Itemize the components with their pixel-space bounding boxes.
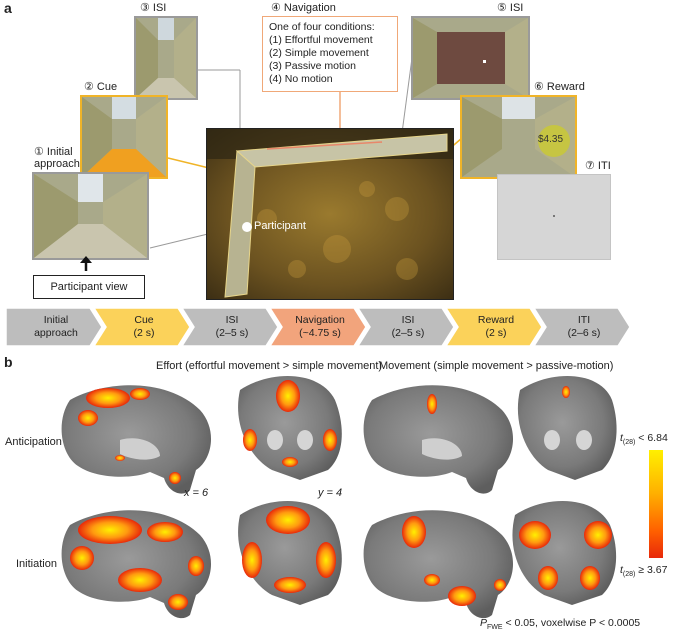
corridor-image-isi-2	[413, 18, 528, 98]
screen-isi-1	[134, 16, 198, 100]
timeline-label-line2: approach	[34, 327, 78, 339]
corridor-image-reward	[462, 97, 575, 177]
label-isi-1: ③ ISI	[140, 2, 167, 14]
colorbar-min-value: ≥ 3.67	[635, 564, 668, 576]
label-navigation: ④ Navigation	[271, 2, 336, 14]
brain-movement-initiation-coronal	[512, 501, 617, 605]
colorbar-max-label: t(28) < 6.84	[620, 432, 668, 446]
timeline-step-5	[444, 307, 543, 347]
brain-movement-initiation-sagittal	[363, 510, 514, 619]
timeline-label-line2: (2 s)	[133, 327, 155, 339]
x-coordinate-label: x = 6	[184, 487, 209, 499]
timeline-label-1: Cue(2 s)	[102, 314, 186, 340]
brain-movement-anticipation-sagittal	[363, 385, 514, 494]
timeline-label-line1: ITI	[577, 314, 591, 326]
colorbar	[649, 450, 663, 558]
timeline-label-5: Reward(2 s)	[454, 314, 538, 340]
timeline-label-line1: ISI	[401, 314, 415, 326]
colorbar-min-label: t(28) ≥ 3.67	[620, 564, 667, 578]
label-initial-l2: approach	[34, 158, 80, 170]
label-cue: ② Cue	[84, 81, 118, 93]
threshold-sub: FWE	[487, 624, 503, 632]
brain-slices	[61, 376, 617, 619]
conditions-title: One of four conditions:	[269, 21, 375, 33]
timeline-label-line2: (2 s)	[485, 327, 507, 339]
timeline-step-2	[180, 307, 279, 347]
participant-view-box: Participant view	[33, 275, 145, 299]
corridor-image-initial	[34, 174, 147, 258]
timeline-label-line2: (2–6 s)	[567, 327, 601, 339]
brain-effort-initiation-coronal	[238, 501, 342, 605]
condition-2: (2) Simple movement	[269, 47, 369, 59]
colorbar-max-value: < 6.84	[635, 432, 668, 444]
timeline-label-line1: Initial	[43, 314, 69, 326]
participant-label: Participant	[254, 220, 306, 232]
timeline-step-1	[92, 307, 191, 347]
colorbar-max-sub: (28)	[622, 439, 636, 447]
condition-4: (4) No motion	[269, 73, 333, 85]
threshold-note: PFWE < 0.05, voxelwise P < 0.0005	[480, 617, 640, 631]
label-reward: ⑥ Reward	[534, 81, 585, 93]
timeline-label-6: ITI(2–6 s)	[542, 314, 626, 340]
timeline-step-3	[268, 307, 367, 347]
brain-effort-anticipation-sagittal	[61, 385, 212, 494]
brain-effort-initiation-sagittal	[61, 510, 212, 619]
timeline-label-line1: Navigation	[295, 314, 345, 326]
threshold-rest: < 0.05, voxelwise P < 0.0005	[502, 617, 641, 629]
row-label-anticipation: Anticipation	[5, 436, 62, 448]
timeline-label-line2: (2–5 s)	[215, 327, 249, 339]
reward-amount: $4.35	[538, 134, 564, 145]
timeline-label-line2: (~4.75 s)	[299, 327, 341, 339]
label-isi-2: ⑤ ISI	[497, 2, 524, 14]
screen-cue	[80, 95, 168, 179]
navigation-conditions-box: One of four conditions: (1) Effortful mo…	[262, 16, 398, 92]
timeline-step-0	[5, 307, 103, 347]
screen-isi-2	[411, 16, 530, 100]
y-coordinate-label: y = 4	[318, 487, 343, 499]
movement-title: Movement (simple movement > passive-moti…	[379, 360, 614, 372]
row-label-initiation: Initiation	[16, 558, 57, 570]
corridor-image-cue	[82, 97, 166, 177]
maze-overhead-image	[206, 128, 454, 300]
timeline-label-4: ISI(2–5 s)	[366, 314, 450, 340]
screen-initial-approach	[32, 172, 149, 260]
timeline-step-4	[356, 307, 455, 347]
condition-3: (3) Passive motion	[269, 60, 356, 72]
timeline-label-3: Navigation(~4.75 s)	[278, 314, 362, 340]
timeline-label-2: ISI(2–5 s)	[190, 314, 274, 340]
threshold-var: P	[480, 617, 488, 629]
label-initial-l1: ① Initial	[34, 146, 73, 158]
brain-movement-anticipation-coronal	[517, 376, 617, 480]
timeline-step-6	[532, 307, 631, 347]
effort-title: Effort (effortful movement > simple move…	[156, 360, 383, 372]
panel-a-letter: a	[4, 0, 12, 16]
colorbar-min-var: t	[620, 564, 623, 576]
arrow-up-icon	[80, 256, 92, 271]
trial-timeline	[5, 307, 631, 347]
timeline-label-line1: Cue	[134, 314, 154, 326]
brain-effort-anticipation-coronal	[238, 376, 342, 480]
timeline-label-line1: ISI	[225, 314, 239, 326]
colorbar-max-var: t	[620, 432, 623, 444]
panel-b-letter: b	[4, 354, 13, 370]
colorbar-min-sub: (28)	[622, 571, 636, 579]
label-iti: ⑦ ITI	[585, 160, 611, 172]
corridor-image-isi-1	[136, 18, 196, 98]
screen-iti	[497, 174, 611, 260]
timeline-label-line1: Reward	[477, 314, 515, 326]
timeline-label-line2: (2–5 s)	[391, 327, 425, 339]
condition-1: (1) Effortful movement	[269, 34, 373, 46]
